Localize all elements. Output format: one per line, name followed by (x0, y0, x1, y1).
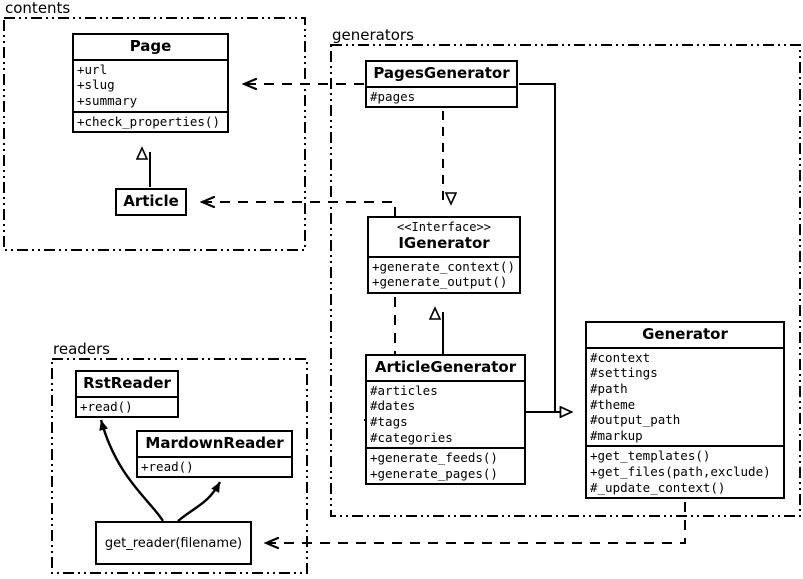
method-row: #_update_context() (590, 479, 726, 495)
class-methods-mardown-reader: +read() (138, 455, 291, 477)
class-box-article[interactable]: Article (115, 188, 187, 216)
class-box-igenerator[interactable]: <<Interface>> IGenerator +generate_conte… (367, 216, 521, 294)
method-row: +read() (141, 458, 194, 474)
attribute-row: #categories (370, 429, 453, 445)
relation-generator-to-get_reader (266, 502, 686, 543)
attribute-row: +summary (77, 92, 138, 108)
method-row: +read() (80, 398, 133, 414)
attribute-row: #articles (370, 382, 438, 398)
class-methods-rst-reader: +read() (77, 395, 177, 417)
method-row: +generate_context() (372, 258, 515, 274)
class-name-igenerator: IGenerator (398, 233, 490, 252)
attribute-row: #theme (590, 396, 636, 412)
method-row: +check_properties() (77, 113, 220, 129)
method-row: +generate_pages() (370, 465, 498, 481)
class-name-pages-generator: PagesGenerator (373, 64, 510, 82)
class-name-article: Article (123, 192, 179, 210)
attribute-row: #tags (370, 413, 408, 429)
class-header-igenerator: <<Interface>> IGenerator (369, 218, 519, 256)
attribute-row: #context (590, 349, 651, 365)
method-row: +get_templates() (590, 448, 711, 464)
stereotype-interface: <<Interface>> (397, 220, 491, 234)
class-attributes-article-generator: #articles #dates #tags #categories (367, 379, 524, 447)
function-box-get-reader[interactable]: get_reader(filename) (95, 521, 252, 565)
method-row: +get_files(path,exclude) (590, 463, 771, 479)
relation-pagesgenerator-to-generator (519, 83, 572, 412)
relation-get_reader-to-mardownreader (177, 481, 222, 522)
class-name-page: Page (129, 37, 172, 55)
package-label-contents: contents (5, 0, 71, 17)
class-attributes-page: +url +slug +summary (74, 58, 227, 111)
class-box-pages-generator[interactable]: PagesGenerator #pages (365, 60, 518, 109)
class-methods-generator: +get_templates() +get_files(path,exclude… (587, 445, 783, 497)
attribute-row: #output_path (590, 412, 681, 428)
attribute-row: #settings (590, 365, 658, 381)
class-box-article-generator[interactable]: ArticleGenerator #articles #dates #tags … (365, 354, 526, 486)
attribute-row: #pages (370, 88, 416, 104)
attribute-row: #dates (370, 398, 416, 414)
class-name-article-generator: ArticleGenerator (374, 358, 517, 376)
class-attributes-pages-generator: #pages (367, 85, 516, 107)
class-name-rst-reader: RstReader (83, 374, 171, 392)
attribute-row: +slug (77, 77, 115, 93)
method-row: +generate_output() (372, 274, 508, 290)
package-label-generators: generators (332, 26, 414, 44)
function-label-get-reader: get_reader(filename) (104, 535, 243, 551)
class-methods-igenerator: +generate_context() +generate_output() (369, 255, 519, 292)
attribute-row: #path (590, 380, 628, 396)
class-box-rst-reader[interactable]: RstReader +read() (75, 370, 179, 419)
class-methods-article-generator: +generate_feeds() +generate_pages() (367, 447, 524, 483)
class-box-generator[interactable]: Generator #context #settings #path #them… (585, 321, 785, 500)
class-box-page[interactable]: Page +url +slug +summary +check_properti… (72, 33, 229, 134)
class-attributes-generator: #context #settings #path #theme #output_… (587, 346, 783, 446)
method-row: +generate_feeds() (370, 450, 498, 466)
package-label-readers: readers (53, 340, 110, 358)
attribute-row: +url (77, 61, 108, 77)
attribute-row: #markup (590, 427, 643, 443)
class-name-generator: Generator (642, 325, 728, 343)
class-methods-page: +check_properties() (74, 110, 227, 132)
class-box-mardown-reader[interactable]: MardownReader +read() (136, 430, 293, 479)
class-name-mardown-reader: MardownReader (145, 434, 284, 452)
